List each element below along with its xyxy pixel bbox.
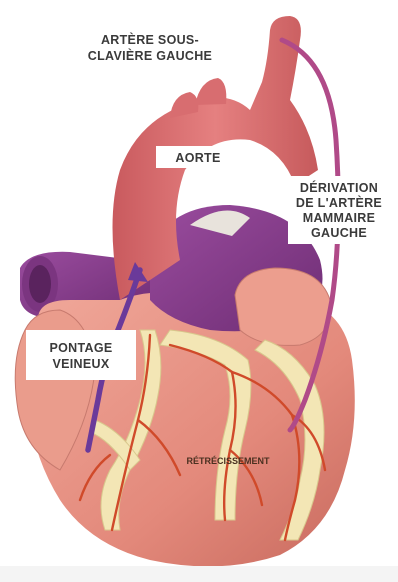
label-subclavian: ARTÈRE SOUS- CLAVIÈRE GAUCHE [88, 32, 212, 63]
svg-text:GAUCHE: GAUCHE [311, 226, 367, 240]
svg-text:DE L'ARTÈRE: DE L'ARTÈRE [296, 195, 382, 210]
svg-text:RÉTRÉCISSEMENT: RÉTRÉCISSEMENT [186, 456, 270, 466]
svg-text:DÉRIVATION: DÉRIVATION [300, 180, 378, 195]
left-atrial-appendage [235, 268, 331, 345]
svg-text:ARTÈRE SOUS-: ARTÈRE SOUS- [101, 32, 199, 47]
svg-text:MAMMAIRE: MAMMAIRE [303, 211, 376, 225]
bottom-strip [0, 566, 398, 582]
svg-text:PONTAGE: PONTAGE [50, 341, 113, 355]
svg-text:CLAVIÈRE GAUCHE: CLAVIÈRE GAUCHE [88, 48, 212, 63]
label-mammary: DÉRIVATION DE L'ARTÈRE MAMMAIRE GAUCHE [288, 176, 390, 244]
svg-text:VEINEUX: VEINEUX [53, 357, 110, 371]
label-bypass: PONTAGE VEINEUX [26, 330, 136, 380]
label-aorta: AORTE [156, 146, 240, 168]
svg-text:AORTE: AORTE [175, 151, 220, 165]
label-narrowing: RÉTRÉCISSEMENT [186, 456, 270, 466]
